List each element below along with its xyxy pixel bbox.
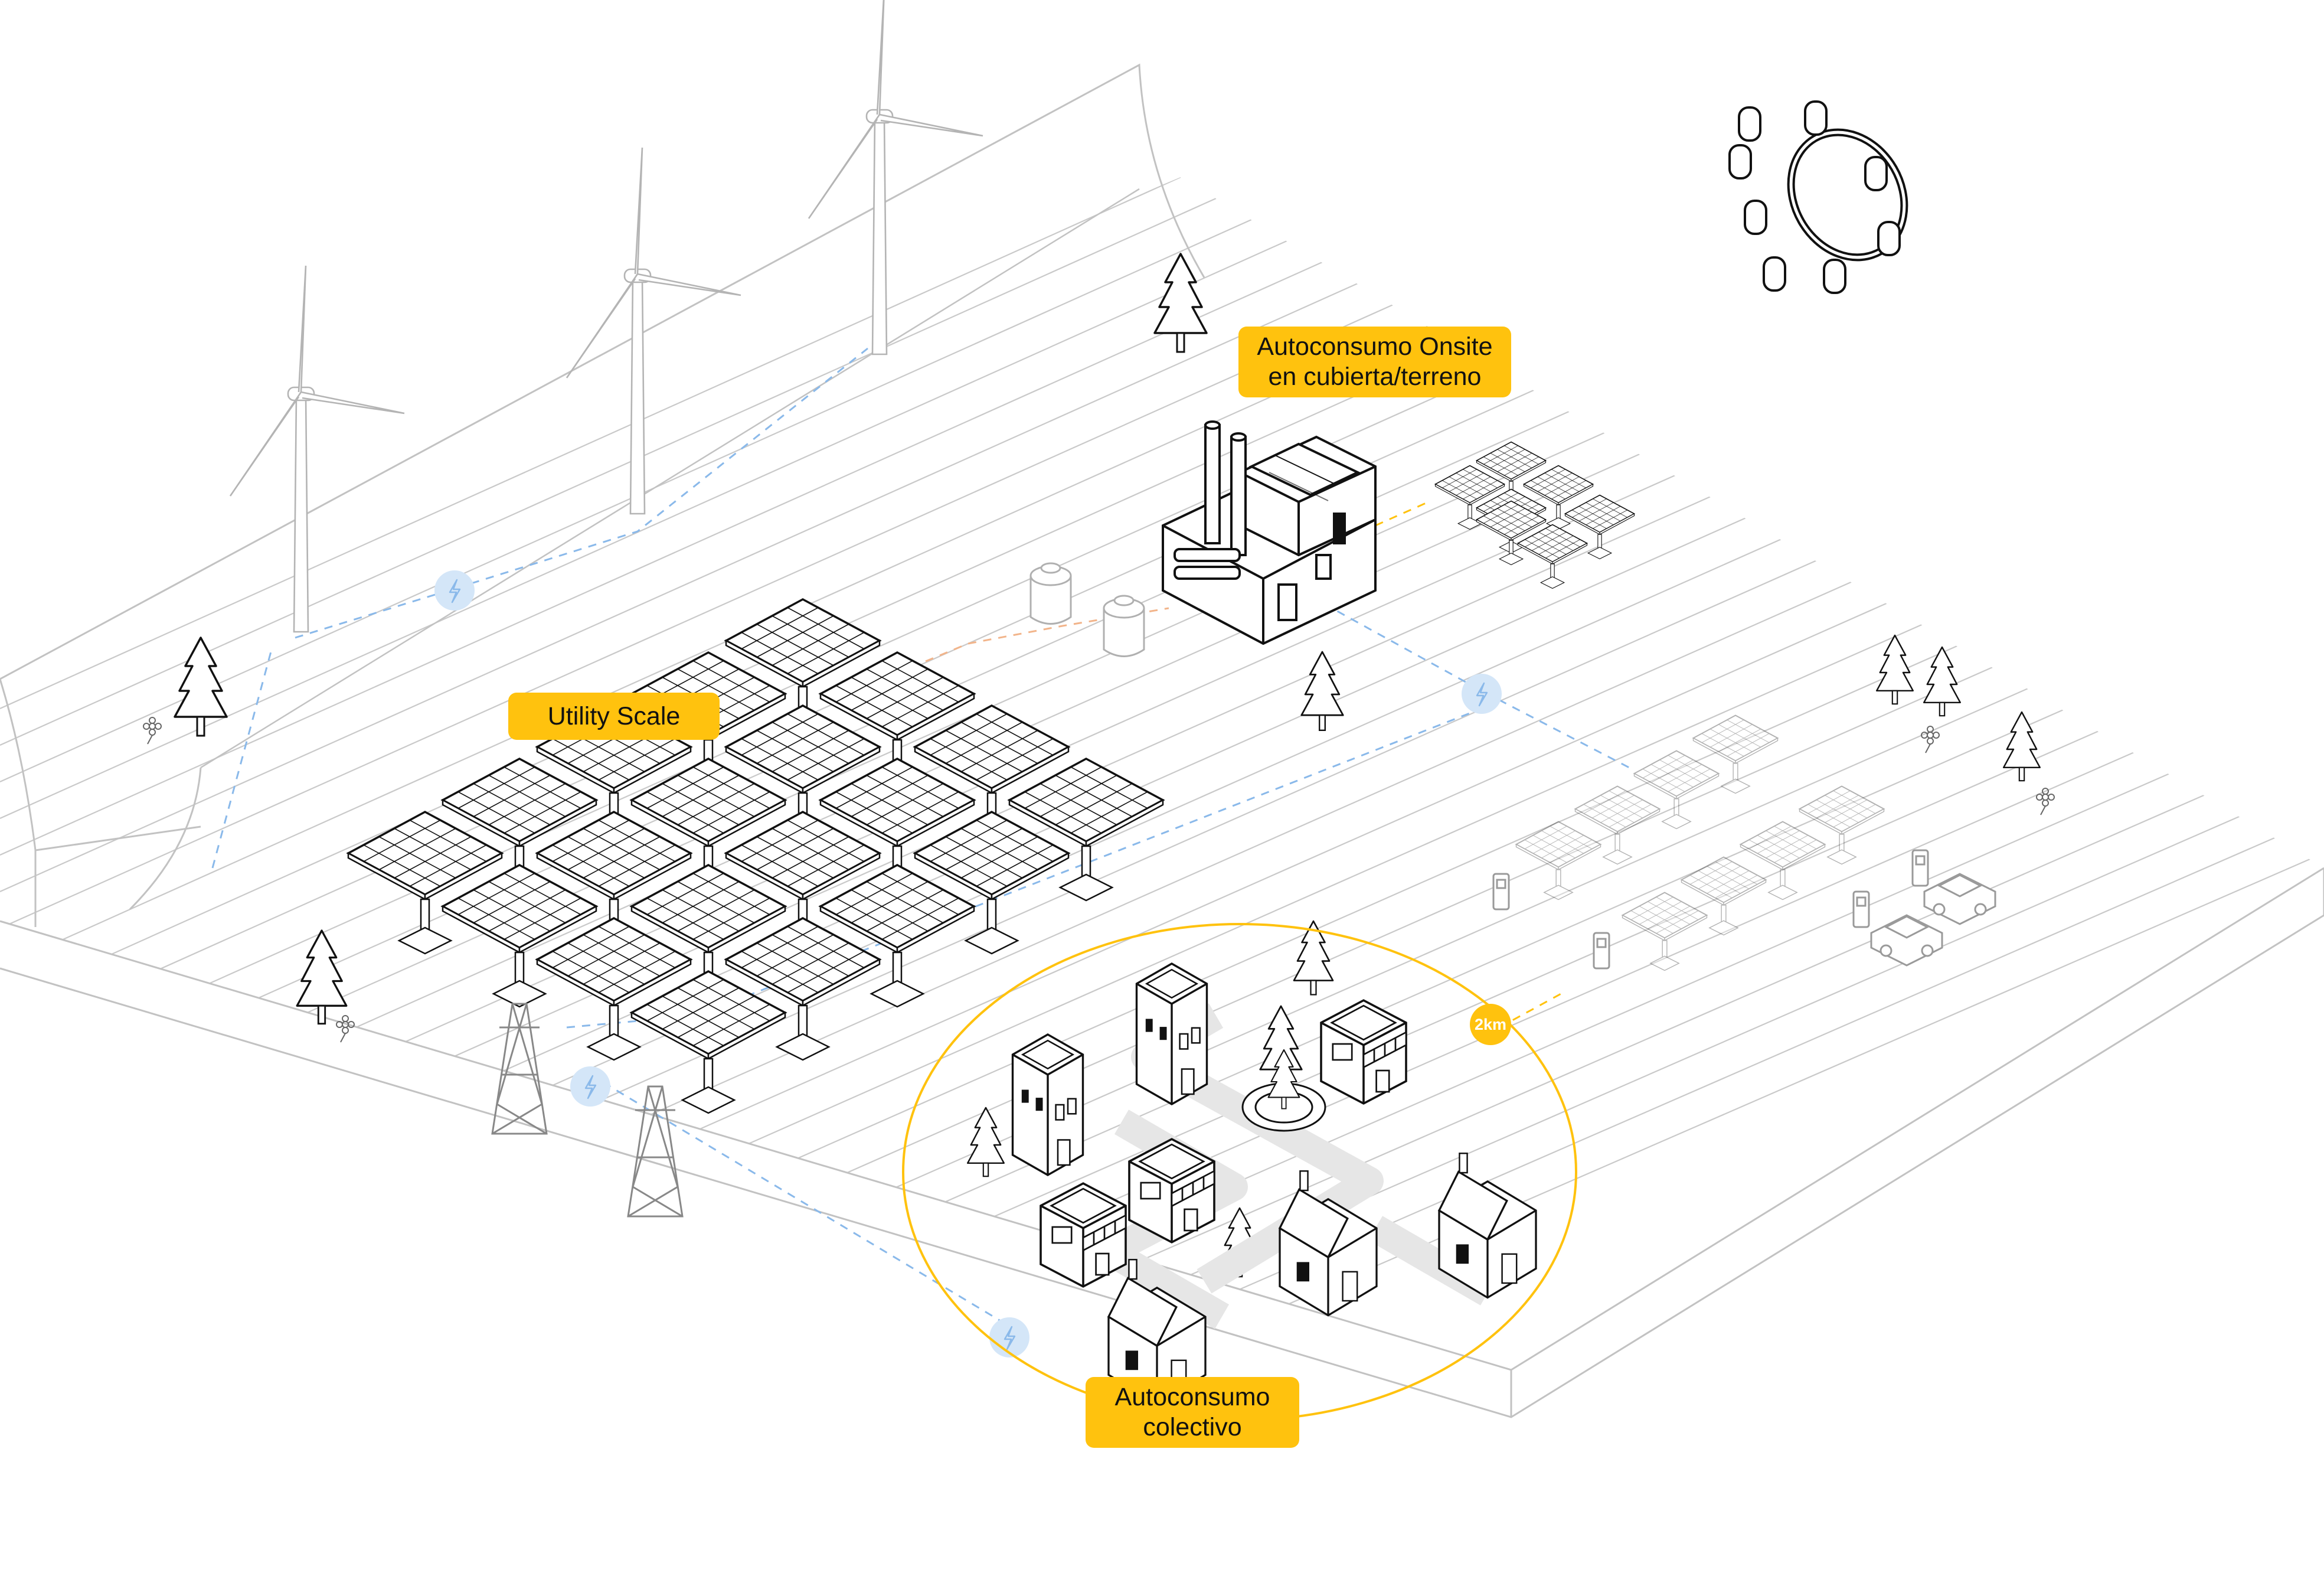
ev-charger-icon — [1594, 933, 1609, 968]
flow-node-icon — [434, 570, 475, 611]
flow-node-icon — [989, 1317, 1029, 1357]
shop-icon — [1129, 1139, 1214, 1242]
label-autoconsumo-colectivo: Autoconsumo colectivo — [1086, 1377, 1299, 1448]
shop-icon — [1321, 1000, 1406, 1104]
flow-node-icon — [1462, 674, 1502, 714]
building-icon — [1137, 964, 1207, 1104]
ev-charger-icon — [1493, 874, 1509, 909]
building-icon — [1013, 1035, 1083, 1175]
ev-charger-icon — [1854, 892, 1869, 927]
radius-badge: 2km — [1470, 1004, 1511, 1045]
flow-node-icon — [570, 1066, 610, 1107]
label-autoconsumo-onsite: Autoconsumo Onsite en cubierta/terreno — [1238, 327, 1511, 397]
shop-icon — [1041, 1183, 1126, 1287]
label-utility-scale: Utility Scale — [508, 693, 720, 740]
battery-icon — [1104, 596, 1144, 657]
ev-charger-icon — [1913, 850, 1928, 886]
battery-icon — [1031, 563, 1071, 624]
sun-icon — [1730, 102, 1930, 293]
